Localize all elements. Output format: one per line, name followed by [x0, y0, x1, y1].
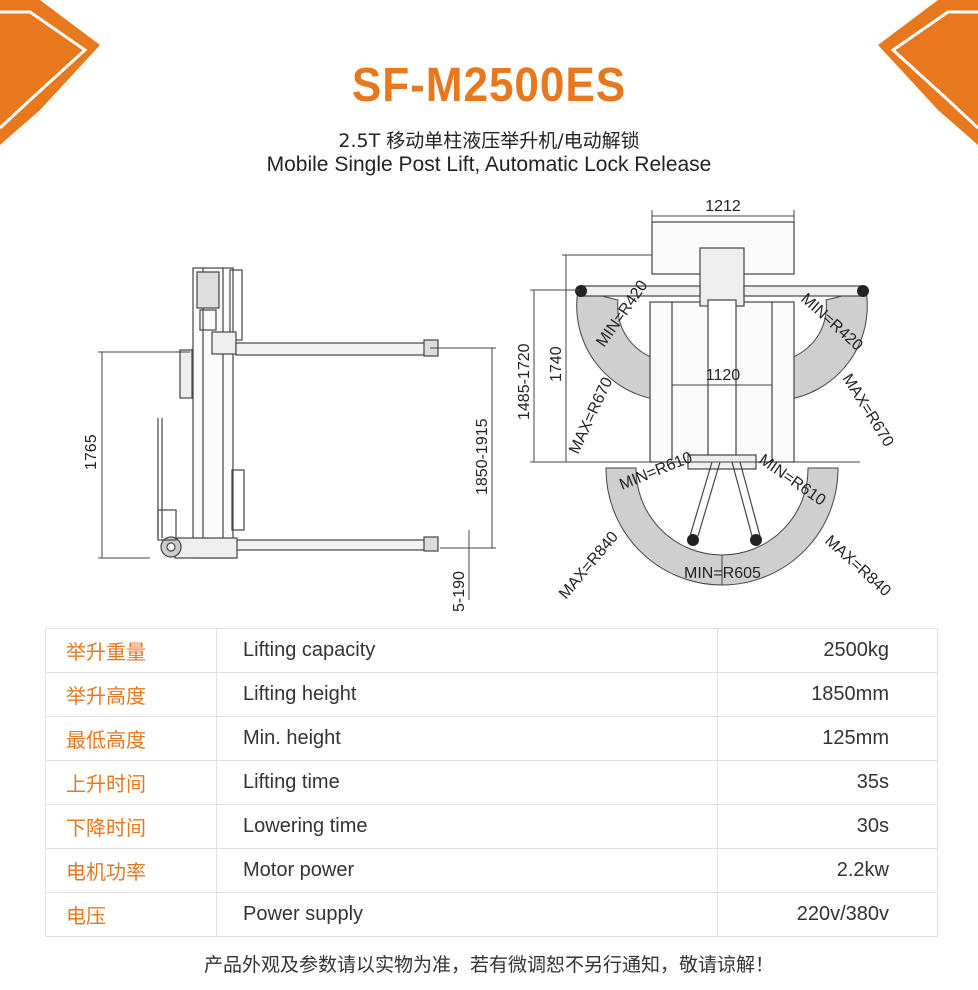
table-row: 最低高度 Min. height 125mm — [45, 716, 938, 761]
spec-label-cn: 最低高度 — [45, 716, 217, 761]
spec-value: 35s — [717, 760, 938, 805]
label-min-r605: MIN=R605 — [684, 565, 761, 582]
spec-label-cn: 电机功率 — [45, 848, 217, 893]
subtitle-english: Mobile Single Post Lift, Automatic Lock … — [266, 153, 712, 176]
spec-label-en: Min. height — [216, 716, 718, 761]
spec-value: 220v/380v — [717, 892, 938, 937]
corner-decoration-right — [878, 0, 978, 145]
spec-label-cn: 举升重量 — [45, 628, 217, 673]
dim-inner: 1120 — [706, 367, 741, 384]
spec-label-cn: 举升高度 — [45, 672, 217, 717]
top-view-drawing — [530, 210, 869, 586]
spec-label-en: Power supply — [216, 892, 718, 937]
model-title: SF-M2500ES — [351, 59, 627, 112]
spec-table: 举升重量 Lifting capacity 2500kg 举升高度 Liftin… — [45, 628, 938, 937]
dim-width: 1212 — [705, 198, 741, 215]
label-max-r670-right: MAX=R670 — [839, 371, 897, 450]
disclaimer-footer: 产品外观及参数请以实物为准，若有微调恕不另行通知，敬请谅解！ — [203, 954, 774, 976]
spec-label-en: Lifting time — [216, 760, 718, 805]
technical-drawing: 1765 1850-1915 5-190 — [83, 198, 897, 612]
label-max-r840-left: MAX=R840 — [556, 529, 622, 603]
table-row: 电机功率 Motor power 2.2kw — [45, 848, 938, 893]
dim-arm-height: 1485-1720 — [516, 343, 533, 420]
spec-label-en: Lifting capacity — [216, 628, 718, 673]
dim-overall-height: 1765 — [83, 434, 100, 470]
spec-label-cn: 上升时间 — [45, 760, 217, 805]
spec-label-en: Lowering time — [216, 804, 718, 849]
spec-value: 2.2kw — [717, 848, 938, 893]
spec-label-cn: 电压 — [45, 892, 217, 937]
table-row: 举升重量 Lifting capacity 2500kg — [45, 628, 938, 673]
label-max-r670-left: MAX=R670 — [566, 375, 616, 457]
spec-value: 2500kg — [717, 628, 938, 673]
corner-decoration-left — [0, 0, 100, 145]
subtitle-chinese: 2.5T 移动单柱液压举升机/电动解锁 — [338, 130, 640, 152]
table-row: 上升时间 Lifting time 35s — [45, 760, 938, 805]
dim-lift-range: 1850-1915 — [474, 418, 491, 495]
spec-value: 30s — [717, 804, 938, 849]
spec-value: 1850mm — [717, 672, 938, 717]
spec-label-cn: 下降时间 — [45, 804, 217, 849]
spec-value: 125mm — [717, 716, 938, 761]
spec-label-en: Lifting height — [216, 672, 718, 717]
label-max-r840-right: MAX=R840 — [821, 532, 894, 600]
dim-pad-height: 5-190 — [451, 571, 468, 612]
table-row: 举升高度 Lifting height 1850mm — [45, 672, 938, 717]
table-row: 下降时间 Lowering time 30s — [45, 804, 938, 849]
table-row: 电压 Power supply 220v/380v — [45, 892, 938, 937]
dim-post: 1740 — [548, 346, 565, 382]
spec-label-en: Motor power — [216, 848, 718, 893]
side-view-dimensions — [98, 347, 496, 600]
side-view-drawing — [157, 267, 439, 559]
